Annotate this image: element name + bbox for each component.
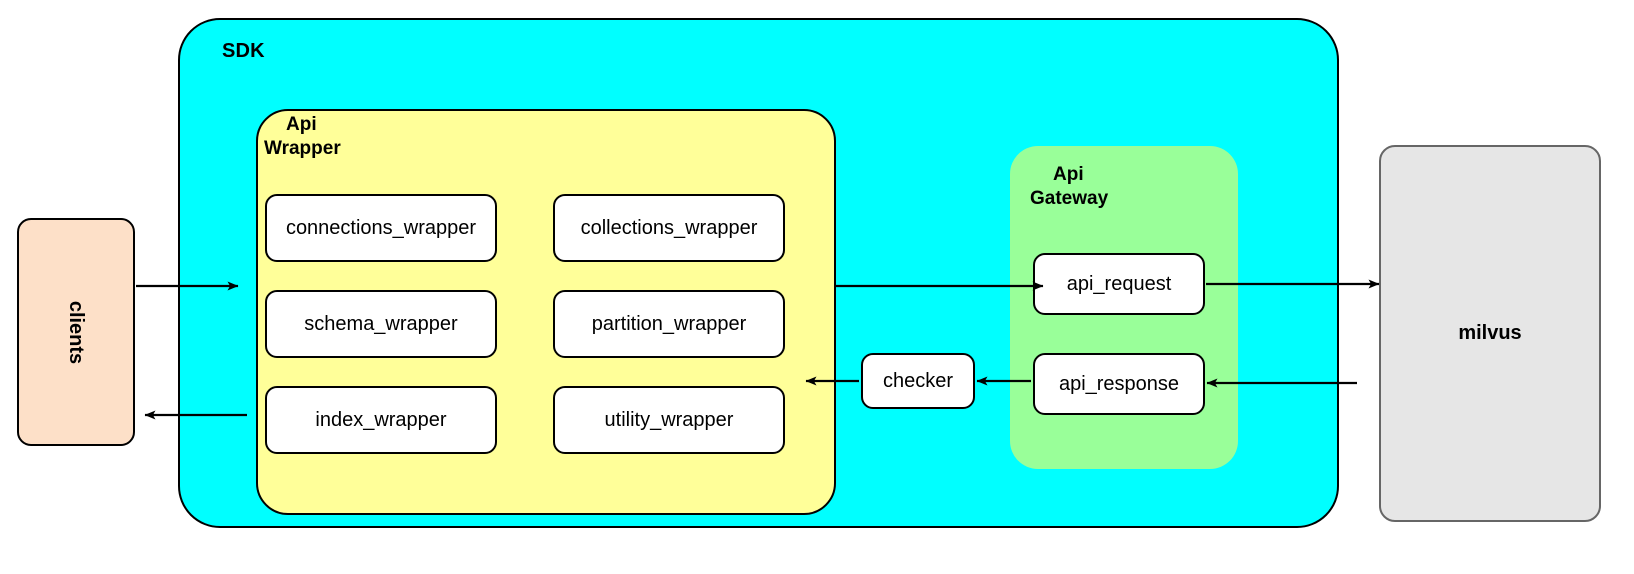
api-gateway-label-line2: Gateway	[1030, 187, 1109, 209]
api-wrapper-label: Api Wrapper	[264, 113, 444, 161]
node-api-request[interactable]: api_request	[1033, 253, 1205, 315]
node-connections-wrapper[interactable]: connections_wrapper	[265, 194, 497, 262]
api-gateway-label: Api Gateway	[1030, 163, 1230, 211]
clients-box[interactable]	[17, 218, 135, 446]
node-schema-wrapper[interactable]: schema_wrapper	[265, 290, 497, 358]
sdk-label: SDK	[222, 40, 265, 62]
node-checker[interactable]: checker	[861, 353, 975, 409]
node-api-response[interactable]: api_response	[1033, 353, 1205, 415]
api-wrapper-label-line1: Api	[286, 114, 317, 135]
node-utility-wrapper[interactable]: utility_wrapper	[553, 386, 785, 454]
api-wrapper-label-line2: Wrapper	[264, 137, 341, 159]
node-collections-wrapper[interactable]: collections_wrapper	[553, 194, 785, 262]
api-gateway-label-line1: Api	[1053, 164, 1084, 185]
node-index-wrapper[interactable]: index_wrapper	[265, 386, 497, 454]
milvus-box[interactable]: milvus	[1379, 145, 1601, 522]
node-partition-wrapper[interactable]: partition_wrapper	[553, 290, 785, 358]
